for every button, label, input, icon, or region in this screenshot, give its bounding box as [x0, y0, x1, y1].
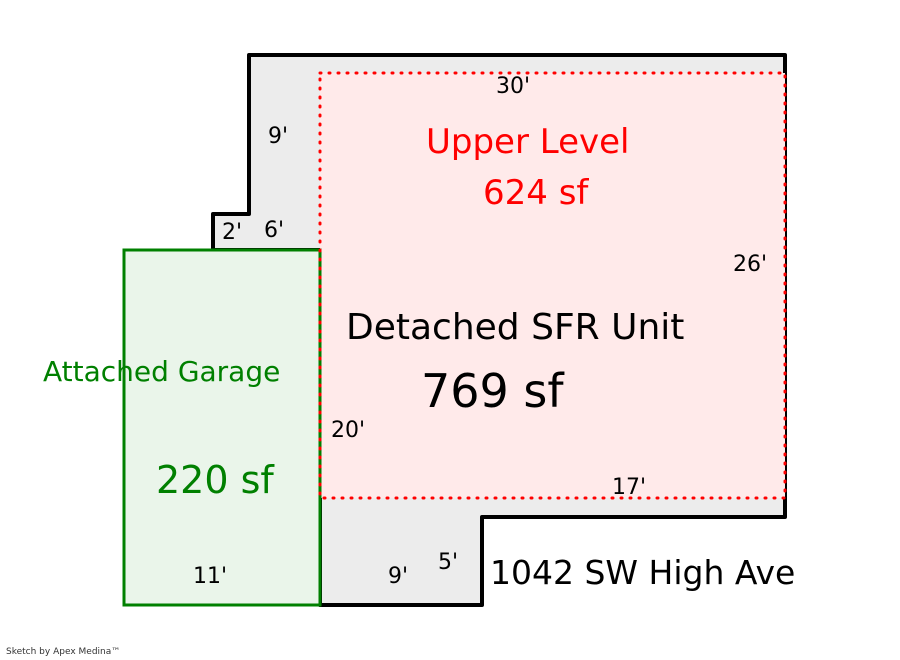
garage-outline — [122, 248, 322, 607]
dimension-step-width: 2' — [222, 220, 243, 245]
sketch-credit: Sketch by Apex Medina™ — [6, 647, 121, 657]
dimension-bottom-notch-width: 9' — [388, 564, 409, 589]
dimension-left-lower: 20' — [331, 418, 366, 443]
upper-level-title: Upper Level — [426, 122, 630, 162]
property-address: 1042 SW High Ave — [490, 553, 796, 592]
garage-title: Attached Garage — [43, 355, 281, 388]
dimension-right: 26' — [733, 252, 768, 277]
dimension-garage-width: 11' — [193, 564, 228, 589]
dimension-step-height: 6' — [264, 218, 285, 243]
dimension-bottom-inner: 17' — [612, 475, 647, 500]
upper-level-outline — [318, 71, 787, 500]
upper-level-area: 624 sf — [483, 173, 589, 213]
main-unit-title: Detached SFR Unit — [346, 307, 685, 348]
dimension-top: 30' — [496, 74, 531, 99]
garage-area: 220 sf — [156, 458, 274, 502]
main-unit-area: 769 sf — [421, 364, 564, 418]
dimension-left-upper: 9' — [268, 124, 289, 149]
dimension-bottom-notch-height: 5' — [438, 550, 459, 575]
